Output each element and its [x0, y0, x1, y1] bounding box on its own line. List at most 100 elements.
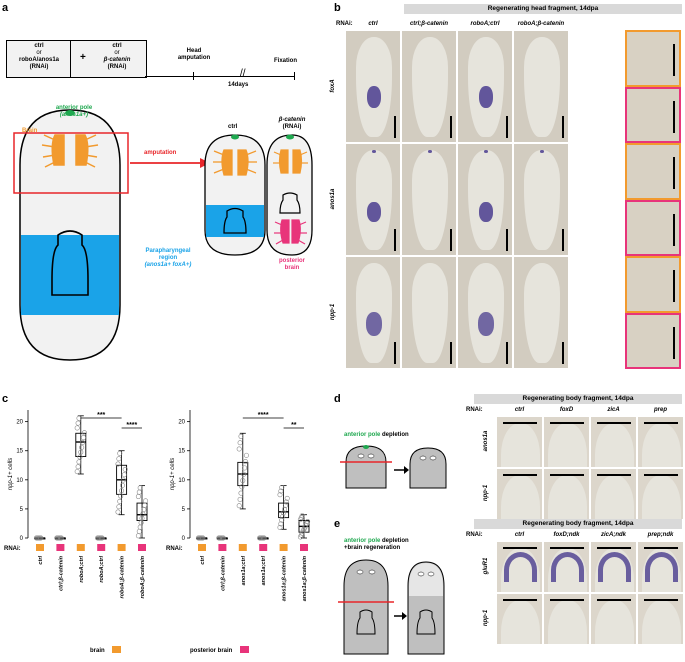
d-arrowhead: [404, 466, 409, 474]
gluR1-stain: [598, 552, 631, 582]
scale-bar: [394, 116, 396, 138]
data-point: [138, 520, 144, 526]
duration-label: 14days: [228, 82, 249, 88]
data-point: [119, 488, 125, 494]
scale-bar: [562, 116, 564, 138]
panel-b-image: [513, 30, 569, 143]
data-point: [115, 509, 121, 515]
data-point: [236, 503, 242, 509]
scale-bar: [550, 474, 584, 476]
ctrl-schematic-label: ctrl: [228, 124, 238, 130]
data-point: [281, 510, 287, 516]
worm-image: [356, 150, 392, 250]
e-row-label: npp-1: [483, 609, 489, 627]
anterior-pole-stain: [484, 150, 488, 153]
panel-d-schematic: [340, 445, 447, 489]
data-point: [74, 425, 80, 431]
panel-b-column-header: ctrl: [368, 21, 378, 27]
d-column-header: prep: [653, 407, 667, 413]
data-point: [75, 420, 81, 426]
e-eye-1r: [368, 569, 376, 575]
data-point: [239, 484, 245, 490]
step2-line4: (RNAi): [107, 64, 127, 70]
panel-b-row-label: npp-1: [330, 303, 336, 320]
brain-label: Brain: [22, 128, 38, 134]
scale-bar: [394, 342, 396, 364]
timeline-plus: +: [80, 52, 86, 63]
step2-line2: or: [114, 50, 120, 56]
bcat-brain: [273, 149, 308, 174]
fragment-image: [642, 600, 681, 644]
data-point: [81, 435, 87, 441]
anterior-pole-stain: [428, 150, 432, 153]
e-image: [637, 593, 684, 645]
scale-bar: [450, 229, 452, 251]
data-point: [136, 528, 142, 534]
data-point: [238, 490, 244, 496]
data-point: [238, 433, 244, 439]
panel-e-title-green: anterior pole: [344, 538, 381, 544]
scale-bar: [394, 229, 396, 251]
posterior-brain-label: posterior brain: [270, 258, 314, 272]
timeline-break: //: [240, 68, 246, 79]
y-tick-label: 15: [16, 449, 23, 455]
step1-text: ctrl or roboA/anos1a (RNAi): [10, 43, 68, 71]
scale-bar: [450, 116, 452, 138]
e-arrowhead: [402, 612, 407, 620]
e-image: [590, 541, 637, 593]
data-point: [135, 494, 141, 500]
data-point: [280, 514, 286, 520]
panel-e-subtitle: +brain regeneration: [344, 545, 401, 551]
category-label: anos1a;ctrl: [261, 556, 267, 586]
anterior-pole-dot: [65, 110, 75, 116]
step1-line1: ctrl: [34, 43, 44, 49]
bcat-pharynx: [279, 192, 301, 214]
data-point: [283, 499, 289, 505]
d-image: [496, 468, 543, 520]
data-point: [118, 493, 124, 499]
rnai-label: RNAi:: [166, 546, 183, 552]
d-eye-2r: [429, 455, 437, 461]
fragment-image: [595, 600, 634, 644]
data-point: [38, 535, 44, 541]
d-worm-2: [409, 447, 447, 489]
fragment-image: [548, 600, 587, 644]
panel-d-title-black: depletion: [382, 432, 409, 438]
data-point: [117, 450, 123, 456]
d-image: [637, 468, 684, 520]
y-tick-label: 20: [16, 420, 23, 426]
scale-bar: [503, 422, 537, 424]
e-worm-1: [343, 559, 389, 655]
d-image: [637, 416, 684, 468]
foxA-stain: [479, 86, 493, 108]
category-color-square: [36, 544, 44, 551]
panel-b-image: [513, 256, 569, 369]
panel-b-row-label: foxA: [330, 78, 336, 93]
d-row-label: anos1a: [483, 430, 489, 452]
gluR1-stain: [645, 552, 678, 582]
panel-d-title: anterior pole depletion: [344, 432, 409, 439]
amputation-label: amputation: [144, 150, 177, 156]
scale-bar: [503, 547, 537, 549]
panel-b-header: Regenerating head fragment, 14dpa: [404, 4, 682, 14]
e-image: [496, 593, 543, 645]
d-column-header: foxD: [559, 407, 574, 413]
y-tick-label: 5: [182, 507, 186, 513]
posterior-brain-shape: [274, 219, 307, 245]
panel-label-b: b: [334, 2, 341, 14]
category-color-square: [279, 544, 288, 551]
panel-b-rnai-label: RNAi:: [336, 21, 353, 27]
scale-bar: [673, 157, 675, 189]
gluR1-stain: [551, 552, 584, 582]
d-image: [543, 416, 590, 468]
data-point: [277, 492, 283, 498]
scale-bar: [550, 599, 584, 601]
data-point: [220, 535, 226, 541]
panel-e-header: Regenerating body fragment, 14dpa: [474, 519, 682, 529]
data-point: [117, 498, 123, 504]
bcat-schematic-label: β-catenin (RNAi): [270, 117, 314, 131]
e-column-header: ctrl: [514, 532, 525, 538]
panel-b-column-header: ctrl;β-catenin: [409, 21, 449, 27]
posterior-brain-line1: posterior: [278, 258, 305, 264]
